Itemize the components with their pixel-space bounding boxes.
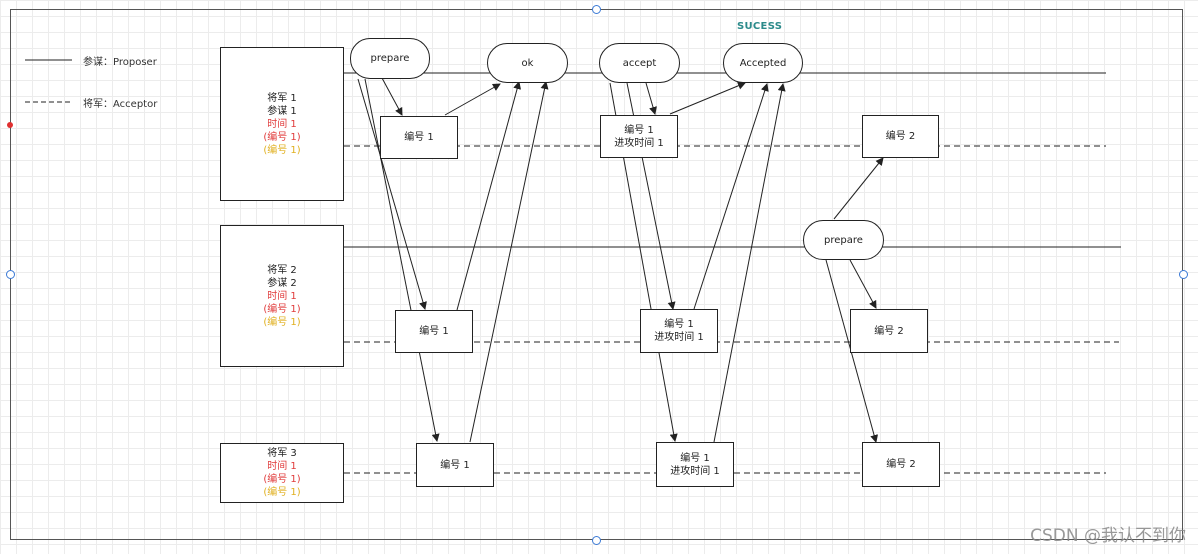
success-label: SUCESS bbox=[737, 21, 783, 32]
legend-acceptor-label: 将军：Acceptor bbox=[83, 99, 158, 110]
arrow-prepare-to-g2 bbox=[357, 78, 427, 310]
general-2-line: 将军 2 bbox=[267, 264, 297, 276]
box-text-line: 进攻时间 1 bbox=[614, 137, 664, 149]
general-2-line: (编号 1) bbox=[263, 316, 301, 328]
box-text-line: 编号 1 bbox=[440, 459, 470, 471]
box-text-line: 进攻时间 1 bbox=[654, 332, 704, 343]
general-3-line: (编号 1) bbox=[263, 474, 301, 485]
general-2-line: (编号 1) bbox=[263, 303, 301, 315]
arrow-g1-ok bbox=[444, 83, 501, 116]
box-text-line: 进攻时间 1 bbox=[670, 465, 720, 477]
general-1-line: 时间 1 bbox=[267, 118, 297, 130]
ok-pill[interactable]: ok bbox=[487, 43, 568, 83]
arrow-accept-to-g1 bbox=[645, 82, 657, 115]
resize-handle-left[interactable] bbox=[6, 270, 15, 279]
general-3-line: 将军 3 bbox=[267, 448, 297, 459]
box-text-line: 编号 2 bbox=[886, 459, 916, 470]
resize-handle-top[interactable] bbox=[592, 5, 601, 14]
arrow-g1-accepted bbox=[669, 81, 746, 115]
accepted-pill[interactable]: Accepted bbox=[723, 43, 803, 83]
resize-handle-right[interactable] bbox=[1179, 270, 1188, 279]
arrow-prepare-to-g3 bbox=[364, 78, 440, 442]
watermark: CSDN @我认不到你 bbox=[1030, 526, 1186, 546]
accept-pill[interactable]: accept bbox=[599, 43, 680, 83]
general-3-line: (编号 1) bbox=[263, 487, 301, 498]
general-1-prepare2-box[interactable]: 编号 2 bbox=[862, 115, 939, 158]
general-3-line: 时间 1 bbox=[267, 461, 297, 472]
box-text-line: 编号 1 bbox=[664, 319, 694, 330]
general-1-line: (编号 1) bbox=[263, 131, 301, 143]
general-2-prepare2-box[interactable]: 编号 2 bbox=[850, 309, 928, 353]
box-text-line: 编号 2 bbox=[874, 325, 904, 337]
arrow-g3-ok bbox=[469, 81, 549, 443]
prepare-pill-round-2[interactable]: prepare bbox=[803, 220, 884, 260]
arrow-prepare-to-g1 bbox=[381, 77, 403, 116]
arrow-g2-accepted bbox=[693, 83, 769, 310]
arrow-g2-ok bbox=[456, 81, 522, 311]
arrow-g3-accepted bbox=[713, 83, 786, 443]
general-2-line: 时间 1 bbox=[267, 290, 297, 302]
general-2-line: 参谋 2 bbox=[267, 277, 297, 289]
box-text-line: 编号 1 bbox=[404, 132, 434, 143]
box-text-line: 编号 1 bbox=[419, 326, 449, 337]
legend-proposer-label: 参谋：Proposer bbox=[83, 57, 157, 68]
box-text-line: 编号 1 bbox=[680, 452, 710, 464]
general-3-prepare2-box[interactable]: 编号 2 bbox=[862, 442, 940, 487]
arrow-prepare2-to-g1 bbox=[833, 157, 884, 220]
arrow-prepare2-to-g2 bbox=[849, 259, 877, 309]
box-text-line: 编号 2 bbox=[885, 131, 916, 142]
general-3-box[interactable]: 将军 3 时间 1 (编号 1) (编号 1) bbox=[220, 443, 344, 503]
general-1-prepare-box[interactable]: 编号 1 bbox=[380, 116, 458, 159]
connection-point bbox=[7, 122, 13, 128]
general-3-prepare-box[interactable]: 编号 1 bbox=[416, 443, 494, 487]
general-1-line: (编号 1) bbox=[263, 144, 301, 156]
resize-handle-bottom[interactable] bbox=[592, 536, 601, 545]
general-2-accept-box[interactable]: 编号 1 进攻时间 1 bbox=[640, 309, 718, 353]
general-1-line: 参谋 1 bbox=[267, 105, 297, 117]
general-1-line: 将军 1 bbox=[267, 92, 297, 104]
general-2-prepare-box[interactable]: 编号 1 bbox=[395, 310, 473, 353]
box-text-line: 编号 1 bbox=[624, 124, 654, 136]
prepare-pill-round-1[interactable]: prepare bbox=[350, 38, 430, 79]
